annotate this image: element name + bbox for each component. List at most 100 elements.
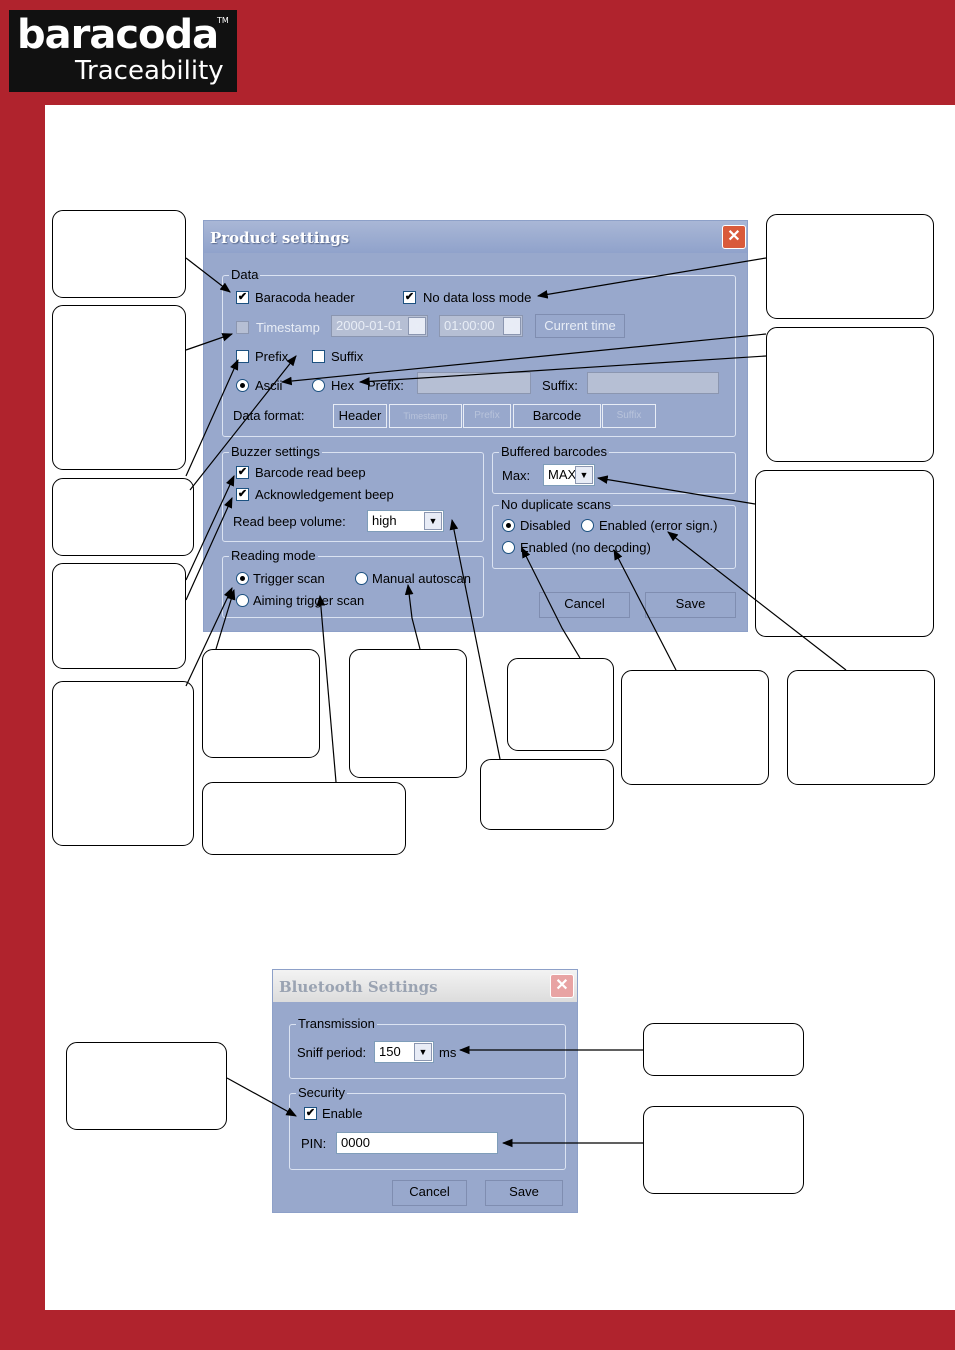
security-enable-checkbox[interactable]: ✔ — [304, 1107, 317, 1120]
callout-box — [480, 759, 614, 830]
sniff-value: 150 — [379, 1044, 401, 1059]
bt-save-button[interactable]: Save — [485, 1180, 563, 1206]
chevron-down-icon: ▼ — [575, 466, 593, 484]
save-button[interactable]: Save — [645, 592, 736, 618]
timestamp-date-value: 2000-01-01 — [336, 318, 403, 333]
callout-box — [52, 478, 194, 556]
callout-box — [766, 327, 934, 462]
max-select[interactable]: MAX▼ — [543, 464, 595, 486]
nodup-enabled-error-radio[interactable] — [581, 519, 594, 532]
format-segment-prefix[interactable]: Prefix — [463, 404, 511, 428]
aiming-trigger-label: Aiming trigger scan — [253, 593, 365, 608]
max-label: Max: — [502, 468, 531, 483]
bt-title: Bluetooth Settings — [279, 978, 438, 996]
data-legend: Data — [229, 267, 261, 282]
format-segment-header[interactable]: Header — [333, 404, 387, 428]
nodup-legend: No duplicate scans — [499, 497, 613, 512]
security-legend: Security — [296, 1085, 347, 1100]
sniff-unit: ms — [439, 1045, 457, 1060]
transmission-legend: Transmission — [296, 1016, 377, 1031]
volume-label: Read beep volume: — [233, 514, 346, 529]
ack-beep-checkbox[interactable]: ✔ — [236, 488, 249, 501]
nodup-enabled-error-label: Enabled (error sign.) — [599, 518, 718, 533]
dialog-title: Product settings — [210, 229, 350, 247]
nodup-enabled-nodecode-label: Enabled (no decoding) — [520, 540, 651, 555]
prefix-field-label: Prefix: — [367, 378, 404, 393]
callout-box — [52, 210, 186, 298]
buffered-legend: Buffered barcodes — [499, 444, 609, 459]
callout-box — [202, 649, 320, 758]
ascii-label: Ascii — [255, 378, 283, 393]
baracoda-logo: baracoda TM Traceability — [9, 10, 237, 92]
chevron-down-icon: ▼ — [408, 317, 426, 335]
logo-wordmark: baracoda — [17, 12, 219, 58]
read-beep-checkbox[interactable]: ✔ — [236, 466, 249, 479]
trigger-scan-radio[interactable] — [236, 572, 249, 585]
callout-box — [52, 563, 186, 669]
prefix-label: Prefix — [255, 349, 289, 364]
read-beep-label: Barcode read beep — [255, 465, 366, 480]
manual-autoscan-radio[interactable] — [355, 572, 368, 585]
spinner-arrows-icon: ▲▼ — [503, 317, 521, 335]
suffix-field-label: Suffix: — [542, 378, 578, 393]
volume-value: high — [372, 513, 397, 528]
prefix-input[interactable] — [417, 372, 531, 394]
nodup-disabled-label: Disabled — [520, 518, 571, 533]
nodup-disabled-radio[interactable] — [502, 519, 515, 532]
callout-box — [755, 470, 934, 637]
ascii-radio[interactable] — [236, 379, 249, 392]
aiming-trigger-radio[interactable] — [236, 594, 249, 607]
callout-box — [52, 305, 186, 470]
timestamp-checkbox[interactable] — [236, 321, 249, 334]
volume-select[interactable]: high ▼ — [367, 510, 444, 532]
buzzer-legend: Buzzer settings — [229, 444, 322, 459]
no-data-loss-checkbox[interactable]: ✔ — [403, 291, 416, 304]
close-icon[interactable]: ✕ — [550, 974, 574, 998]
suffix-label: Suffix — [331, 349, 364, 364]
trigger-scan-label: Trigger scan — [253, 571, 325, 586]
chevron-down-icon: ▼ — [424, 512, 442, 530]
callout-box — [52, 681, 194, 846]
callout-box — [787, 670, 935, 785]
callout-box — [202, 782, 406, 855]
callout-box — [643, 1106, 804, 1194]
close-icon[interactable]: ✕ — [722, 225, 746, 249]
security-enable-label: Enable — [322, 1106, 363, 1121]
hex-radio[interactable] — [312, 379, 325, 392]
sniff-period-select[interactable]: 150 ▼ — [374, 1041, 434, 1063]
suffix-input[interactable] — [587, 372, 719, 394]
format-segment-timestamp[interactable]: Timestamp — [389, 404, 462, 428]
no-data-loss-label: No data loss mode — [423, 290, 532, 305]
sniff-label: Sniff period: — [297, 1045, 367, 1060]
baracoda-header-label: Baracoda header — [255, 290, 355, 305]
chevron-down-icon: ▼ — [414, 1043, 432, 1061]
bt-cancel-button[interactable]: Cancel — [392, 1180, 467, 1206]
suffix-checkbox[interactable] — [312, 350, 325, 363]
callout-box — [66, 1042, 227, 1130]
logo-tagline: Traceability — [75, 56, 224, 86]
timestamp-date-select[interactable]: 2000-01-01 ▼ — [331, 315, 428, 337]
nodup-enabled-nodecode-radio[interactable] — [502, 541, 515, 554]
timestamp-time-value: 01:00:00 — [444, 318, 495, 333]
callout-box — [349, 649, 467, 778]
manual-autoscan-label: Manual autoscan — [372, 571, 472, 586]
bt-title-bar: Bluetooth Settings — [273, 970, 577, 1002]
cancel-button[interactable]: Cancel — [539, 592, 630, 618]
callout-box — [621, 670, 769, 785]
current-time-button[interactable]: Current time — [535, 314, 625, 338]
format-segment-suffix[interactable]: Suffix — [602, 404, 656, 428]
timestamp-time-spinner[interactable]: 01:00:00 ▲▼ — [439, 315, 523, 337]
ack-beep-label: Acknowledgement beep — [255, 487, 394, 502]
callout-box — [766, 214, 934, 319]
data-format-label: Data format: — [233, 408, 305, 423]
callout-box — [643, 1023, 804, 1076]
transmission-group: Transmission — [289, 1017, 566, 1079]
reading-mode-legend: Reading mode — [229, 548, 318, 563]
pin-input[interactable]: 0000 — [336, 1132, 498, 1154]
pin-value: 0000 — [341, 1135, 370, 1150]
format-segment-barcode[interactable]: Barcode — [513, 404, 601, 428]
prefix-checkbox[interactable] — [236, 350, 249, 363]
product-settings-dialog: Product settings ✕ Data ✔ Baracoda heade… — [203, 220, 748, 632]
security-group: Security — [289, 1086, 566, 1170]
baracoda-header-checkbox[interactable]: ✔ — [236, 291, 249, 304]
